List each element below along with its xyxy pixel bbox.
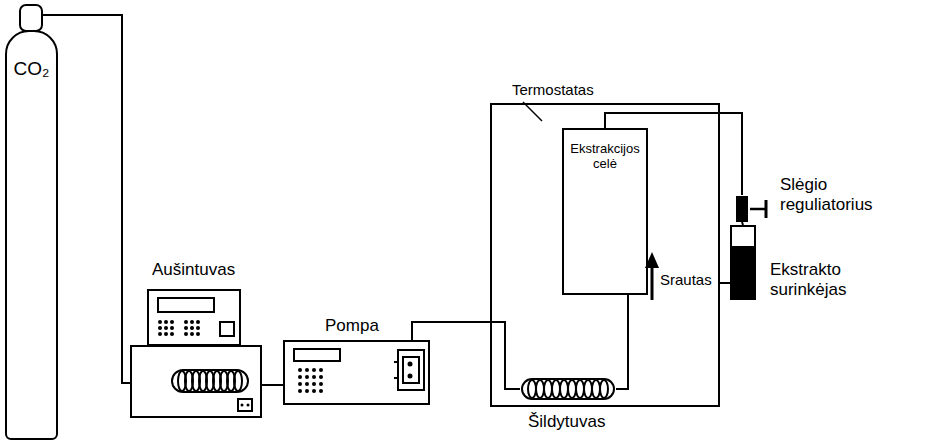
- pressure-regulator: Slėgio reguliatorius: [734, 195, 750, 222]
- node-label: Slėgio reguliatorius: [780, 175, 892, 214]
- thermostat-box: TermostatasŠildytuvasEkstrakcijos celė: [490, 103, 720, 407]
- chiller-coil: [172, 370, 248, 392]
- regulator-body: [736, 196, 748, 222]
- node-label: Aušintuvas: [152, 260, 235, 280]
- chiller-socket: [220, 322, 234, 336]
- chiller-box: Aušintuvas: [130, 345, 262, 418]
- heater-coil: [522, 379, 614, 399]
- chiller-control-unit: [148, 290, 240, 345]
- node-label: CO₂: [7, 58, 56, 80]
- collector-line: [720, 282, 730, 284]
- pump-head: [398, 350, 424, 390]
- pump-box: Pompa: [283, 340, 430, 405]
- pump-display: [294, 349, 340, 361]
- pump-head-inner: [403, 357, 419, 383]
- flow-label: Srautas: [660, 271, 712, 288]
- pipe: [262, 384, 283, 386]
- node-label: Pompa: [325, 316, 379, 336]
- node-label: Ekstrakcijos celė: [564, 130, 646, 172]
- node-label: Šildytuvas: [528, 412, 605, 432]
- heater-coil: Šildytuvas: [520, 376, 616, 402]
- flow-arrow: [651, 264, 654, 300]
- cylinder-valve: [20, 5, 42, 31]
- extract-collector: Ekstrakto surinkėjas: [730, 225, 756, 300]
- node-label: Ekstrakto surinkėjas: [770, 260, 870, 299]
- chiller-display: [158, 298, 214, 312]
- chiller-socket: [238, 399, 252, 411]
- pipe: [616, 295, 628, 389]
- node-label: Termostatas: [512, 81, 594, 98]
- extraction-cell: Ekstrakcijos celė: [562, 128, 648, 295]
- regulator-handle: [750, 208, 766, 211]
- label-holder: Srautas: [660, 271, 712, 288]
- gas-cylinder: CO₂: [5, 30, 58, 440]
- collector-extract: [732, 246, 754, 298]
